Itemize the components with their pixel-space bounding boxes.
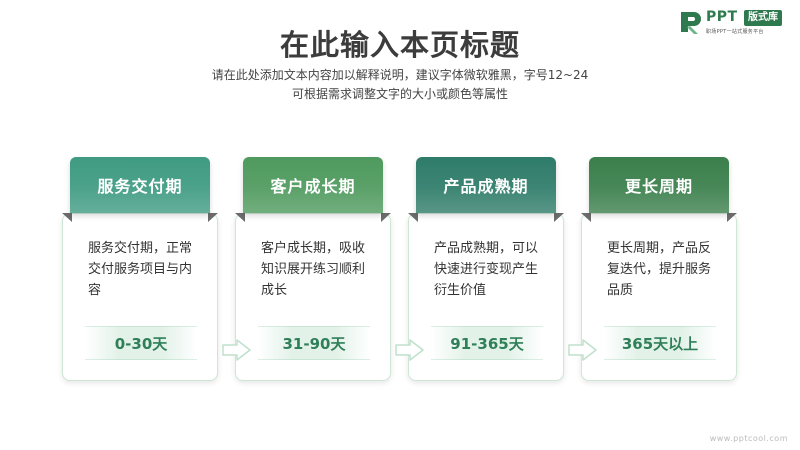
tab-fold-left xyxy=(235,213,245,222)
page-subtitle: 请在此处添加文本内容加以解释说明，建议字体微软雅黑，字号12~24 可根据需求调… xyxy=(0,66,800,104)
tab-fold-left xyxy=(62,213,72,222)
stage-tab-4: 更长周期 xyxy=(589,157,729,213)
stage-title: 服务交付期 xyxy=(97,177,183,196)
stage-period: 31-90天 xyxy=(258,326,370,360)
tab-fold-right xyxy=(727,213,737,222)
stage-period: 0-30天 xyxy=(85,326,197,360)
stage-body: 服务交付期，正常交付服务项目与内容 xyxy=(88,241,193,298)
arrow-right-icon xyxy=(395,339,424,361)
tab-fold-right xyxy=(554,213,564,222)
stage-card-1: 服务交付期，正常交付服务项目与内容 0-30天 xyxy=(62,213,218,381)
stage-period: 91-365天 xyxy=(431,326,543,360)
logo-mark-icon xyxy=(681,12,701,34)
arrow-right-icon xyxy=(568,339,597,361)
tab-fold-right xyxy=(381,213,391,222)
page-title: 在此输入本页标题 xyxy=(279,28,520,62)
logo-brand-text: PPT xyxy=(706,9,738,25)
tab-fold-right xyxy=(208,213,218,222)
watermark: www.pptcool.com xyxy=(709,434,788,443)
stage-body: 更长周期，产品反复迭代，提升服务品质 xyxy=(607,241,712,298)
stage-title: 客户成长期 xyxy=(270,177,356,196)
stage-card-3: 产品成熟期，可以快速进行变现产生衍生价值 91-365天 xyxy=(408,213,564,381)
arrow-right-icon xyxy=(222,339,251,361)
stage-period: 365天以上 xyxy=(604,326,716,360)
stage-card-2: 客户成长期，吸收知识展开练习顺利成长 31-90天 xyxy=(235,213,391,381)
subtitle-line-2: 可根据需求调整文字的大小或颜色等属性 xyxy=(291,87,508,101)
stage-tab-2: 客户成长期 xyxy=(243,157,383,213)
stage-body: 客户成长期，吸收知识展开练习顺利成长 xyxy=(261,241,366,298)
stage-title: 产品成熟期 xyxy=(443,177,529,196)
tab-fold-left xyxy=(581,213,591,222)
stage-tab-3: 产品成熟期 xyxy=(416,157,556,213)
stage-body: 产品成熟期，可以快速进行变现产生衍生价值 xyxy=(434,241,539,298)
subtitle-line-1: 请在此处添加文本内容加以解释说明，建议字体微软雅黑，字号12~24 xyxy=(211,68,589,82)
logo-tagline: 职场PPT一站式服务平台 xyxy=(706,29,764,35)
logo-badge: 版式库 xyxy=(744,10,782,26)
stage-tab-1: 服务交付期 xyxy=(70,157,210,213)
tab-fold-left xyxy=(408,213,418,222)
stage-card-4: 更长周期，产品反复迭代，提升服务品质 365天以上 xyxy=(581,213,737,381)
brand-logo[interactable]: PPT 版式库 职场PPT一站式服务平台 xyxy=(678,9,794,37)
stage-title: 更长周期 xyxy=(624,177,693,196)
